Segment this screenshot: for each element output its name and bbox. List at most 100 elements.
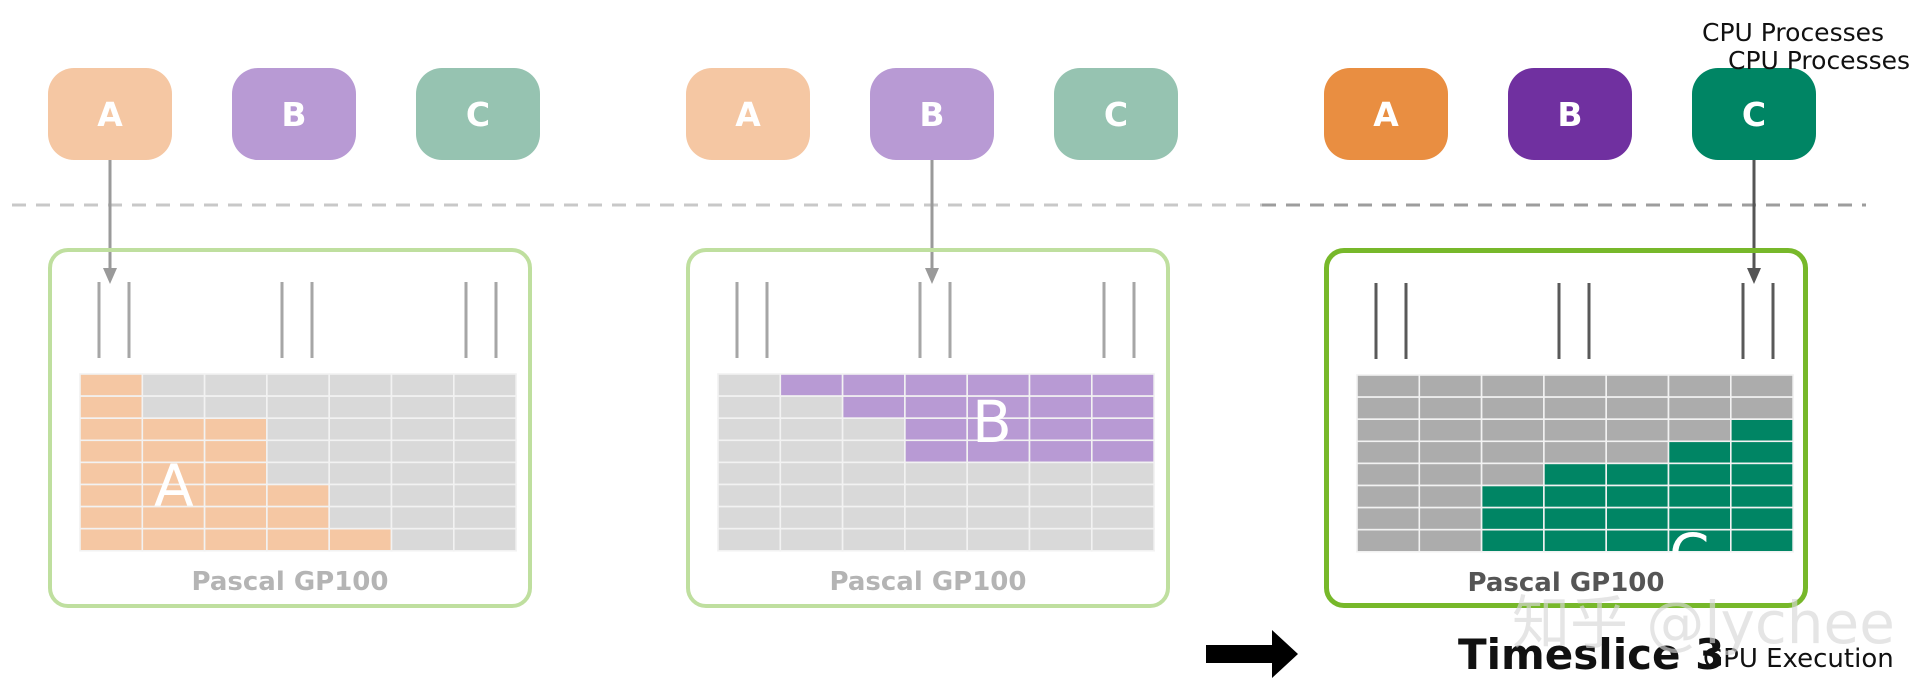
grid-cell-empty bbox=[452, 483, 517, 508]
grid-cell-empty bbox=[1356, 506, 1421, 531]
grid-cell-empty bbox=[779, 417, 844, 442]
grid-cell-empty bbox=[966, 483, 1031, 508]
grid-cell-filled bbox=[1028, 439, 1093, 464]
grid-cell-filled bbox=[203, 527, 268, 552]
grid-cell-filled bbox=[1605, 462, 1670, 487]
grid-cell-empty bbox=[1090, 527, 1155, 552]
grid-cell-empty bbox=[452, 527, 517, 552]
grid-cell-empty bbox=[266, 439, 330, 464]
grid-cell-empty bbox=[1667, 374, 1732, 398]
grid-cell-empty bbox=[841, 505, 906, 530]
grid-cell-empty bbox=[717, 527, 782, 552]
grid-cell-filled bbox=[1090, 417, 1155, 442]
grid-cell-empty bbox=[328, 439, 393, 464]
grid-cell-filled bbox=[266, 505, 330, 530]
timeline-arrow bbox=[1206, 630, 1298, 678]
grid-cell-empty bbox=[390, 395, 455, 420]
grid-cell-empty bbox=[1418, 396, 1483, 421]
grid-process-letter: B bbox=[972, 388, 1012, 456]
grid-cell-empty bbox=[779, 505, 844, 530]
grid-cell-empty bbox=[1356, 396, 1421, 421]
grid-cell-empty bbox=[779, 395, 844, 420]
grid-cell-filled bbox=[1729, 484, 1794, 509]
grid-cell-empty bbox=[1667, 418, 1732, 443]
grid-cell-empty bbox=[841, 483, 906, 508]
grid-cell-empty bbox=[1667, 396, 1732, 421]
grid-cell-filled bbox=[203, 439, 268, 464]
grid-cell-empty bbox=[717, 417, 782, 442]
grid-cell-filled bbox=[1605, 528, 1670, 553]
grid-cell-empty bbox=[717, 505, 782, 530]
grid-cell-filled bbox=[1729, 440, 1794, 465]
grid-cell-empty bbox=[1543, 374, 1607, 398]
grid-cell-empty bbox=[1729, 396, 1794, 421]
grid-cell-empty bbox=[1356, 418, 1421, 443]
grid-cell-empty bbox=[904, 483, 968, 508]
grid-process-letter: C bbox=[1669, 521, 1710, 589]
grid-cell-filled bbox=[1090, 395, 1155, 420]
gpu-name-label: Pascal GP100 bbox=[1467, 568, 1665, 598]
gpu-name-label: Pascal GP100 bbox=[829, 567, 1027, 597]
grid-cell-empty bbox=[452, 505, 517, 530]
grid-cell-filled bbox=[1028, 417, 1093, 442]
grid-cell-filled bbox=[841, 395, 906, 420]
grid-cell-empty bbox=[779, 439, 844, 464]
dispatch-arrow-head bbox=[1747, 268, 1761, 284]
grid-cell-filled bbox=[904, 439, 968, 464]
grid-cell-empty bbox=[390, 527, 455, 552]
grid-cell-empty bbox=[717, 395, 782, 420]
grid-cell-filled bbox=[1543, 484, 1607, 509]
grid-cell-filled bbox=[1090, 439, 1155, 464]
sm-grid bbox=[717, 282, 1155, 552]
grid-cell-empty bbox=[328, 483, 393, 508]
grid-cell-empty bbox=[328, 417, 393, 442]
grid-cell-filled bbox=[203, 483, 268, 508]
grid-cell-empty bbox=[1480, 374, 1545, 398]
process-c-pill: C bbox=[1692, 68, 1816, 160]
grid-cell-filled bbox=[79, 417, 144, 442]
grid-cell-empty bbox=[390, 505, 455, 530]
grid-cell-filled bbox=[1543, 528, 1607, 553]
grid-cell-empty bbox=[717, 461, 782, 486]
grid-cell-filled bbox=[1729, 528, 1794, 553]
gpu-name-label: Pascal GP100 bbox=[191, 567, 389, 597]
grid-cell-filled bbox=[203, 461, 268, 486]
grid-cell-empty bbox=[1090, 483, 1155, 508]
grid-cell-filled bbox=[1605, 506, 1670, 531]
grid-cell-empty bbox=[266, 417, 330, 442]
grid-cell-empty bbox=[390, 483, 455, 508]
grid-cell-filled bbox=[203, 417, 268, 442]
grid-cell-empty bbox=[841, 417, 906, 442]
grid-cell-filled bbox=[1543, 506, 1607, 531]
grid-cell-empty bbox=[1418, 440, 1483, 465]
grid-cell-empty bbox=[779, 527, 844, 552]
grid-cell-filled bbox=[141, 527, 206, 552]
grid-cell-empty bbox=[904, 461, 968, 486]
process-b-pill: B bbox=[1508, 68, 1632, 160]
grid-cell-empty bbox=[141, 373, 206, 397]
grid-cell-filled bbox=[1729, 418, 1794, 443]
grid-cell-empty bbox=[717, 439, 782, 464]
grid-cell-empty bbox=[1480, 418, 1545, 443]
grid-cell-filled bbox=[1480, 484, 1545, 509]
grid-cell-empty bbox=[966, 461, 1031, 486]
grid-cell-filled bbox=[1729, 506, 1794, 531]
grid-cell-filled bbox=[904, 395, 968, 420]
grid-cell-filled bbox=[904, 417, 968, 442]
grid-cell-filled bbox=[79, 505, 144, 530]
grid-cell-empty bbox=[328, 461, 393, 486]
grid-cell-empty bbox=[1418, 418, 1483, 443]
timeslice-title: Timeslice 3 bbox=[1458, 630, 1725, 679]
grid-cell-empty bbox=[1480, 396, 1545, 421]
grid-cell-filled bbox=[141, 417, 206, 442]
grid-cell-empty bbox=[779, 461, 844, 486]
sm-grid bbox=[79, 282, 517, 552]
grid-cell-empty bbox=[841, 461, 906, 486]
grid-cell-filled bbox=[79, 527, 144, 552]
grid-cell-empty bbox=[328, 505, 393, 530]
grid-cell-empty bbox=[328, 373, 393, 397]
grid-cell-filled bbox=[203, 505, 268, 530]
